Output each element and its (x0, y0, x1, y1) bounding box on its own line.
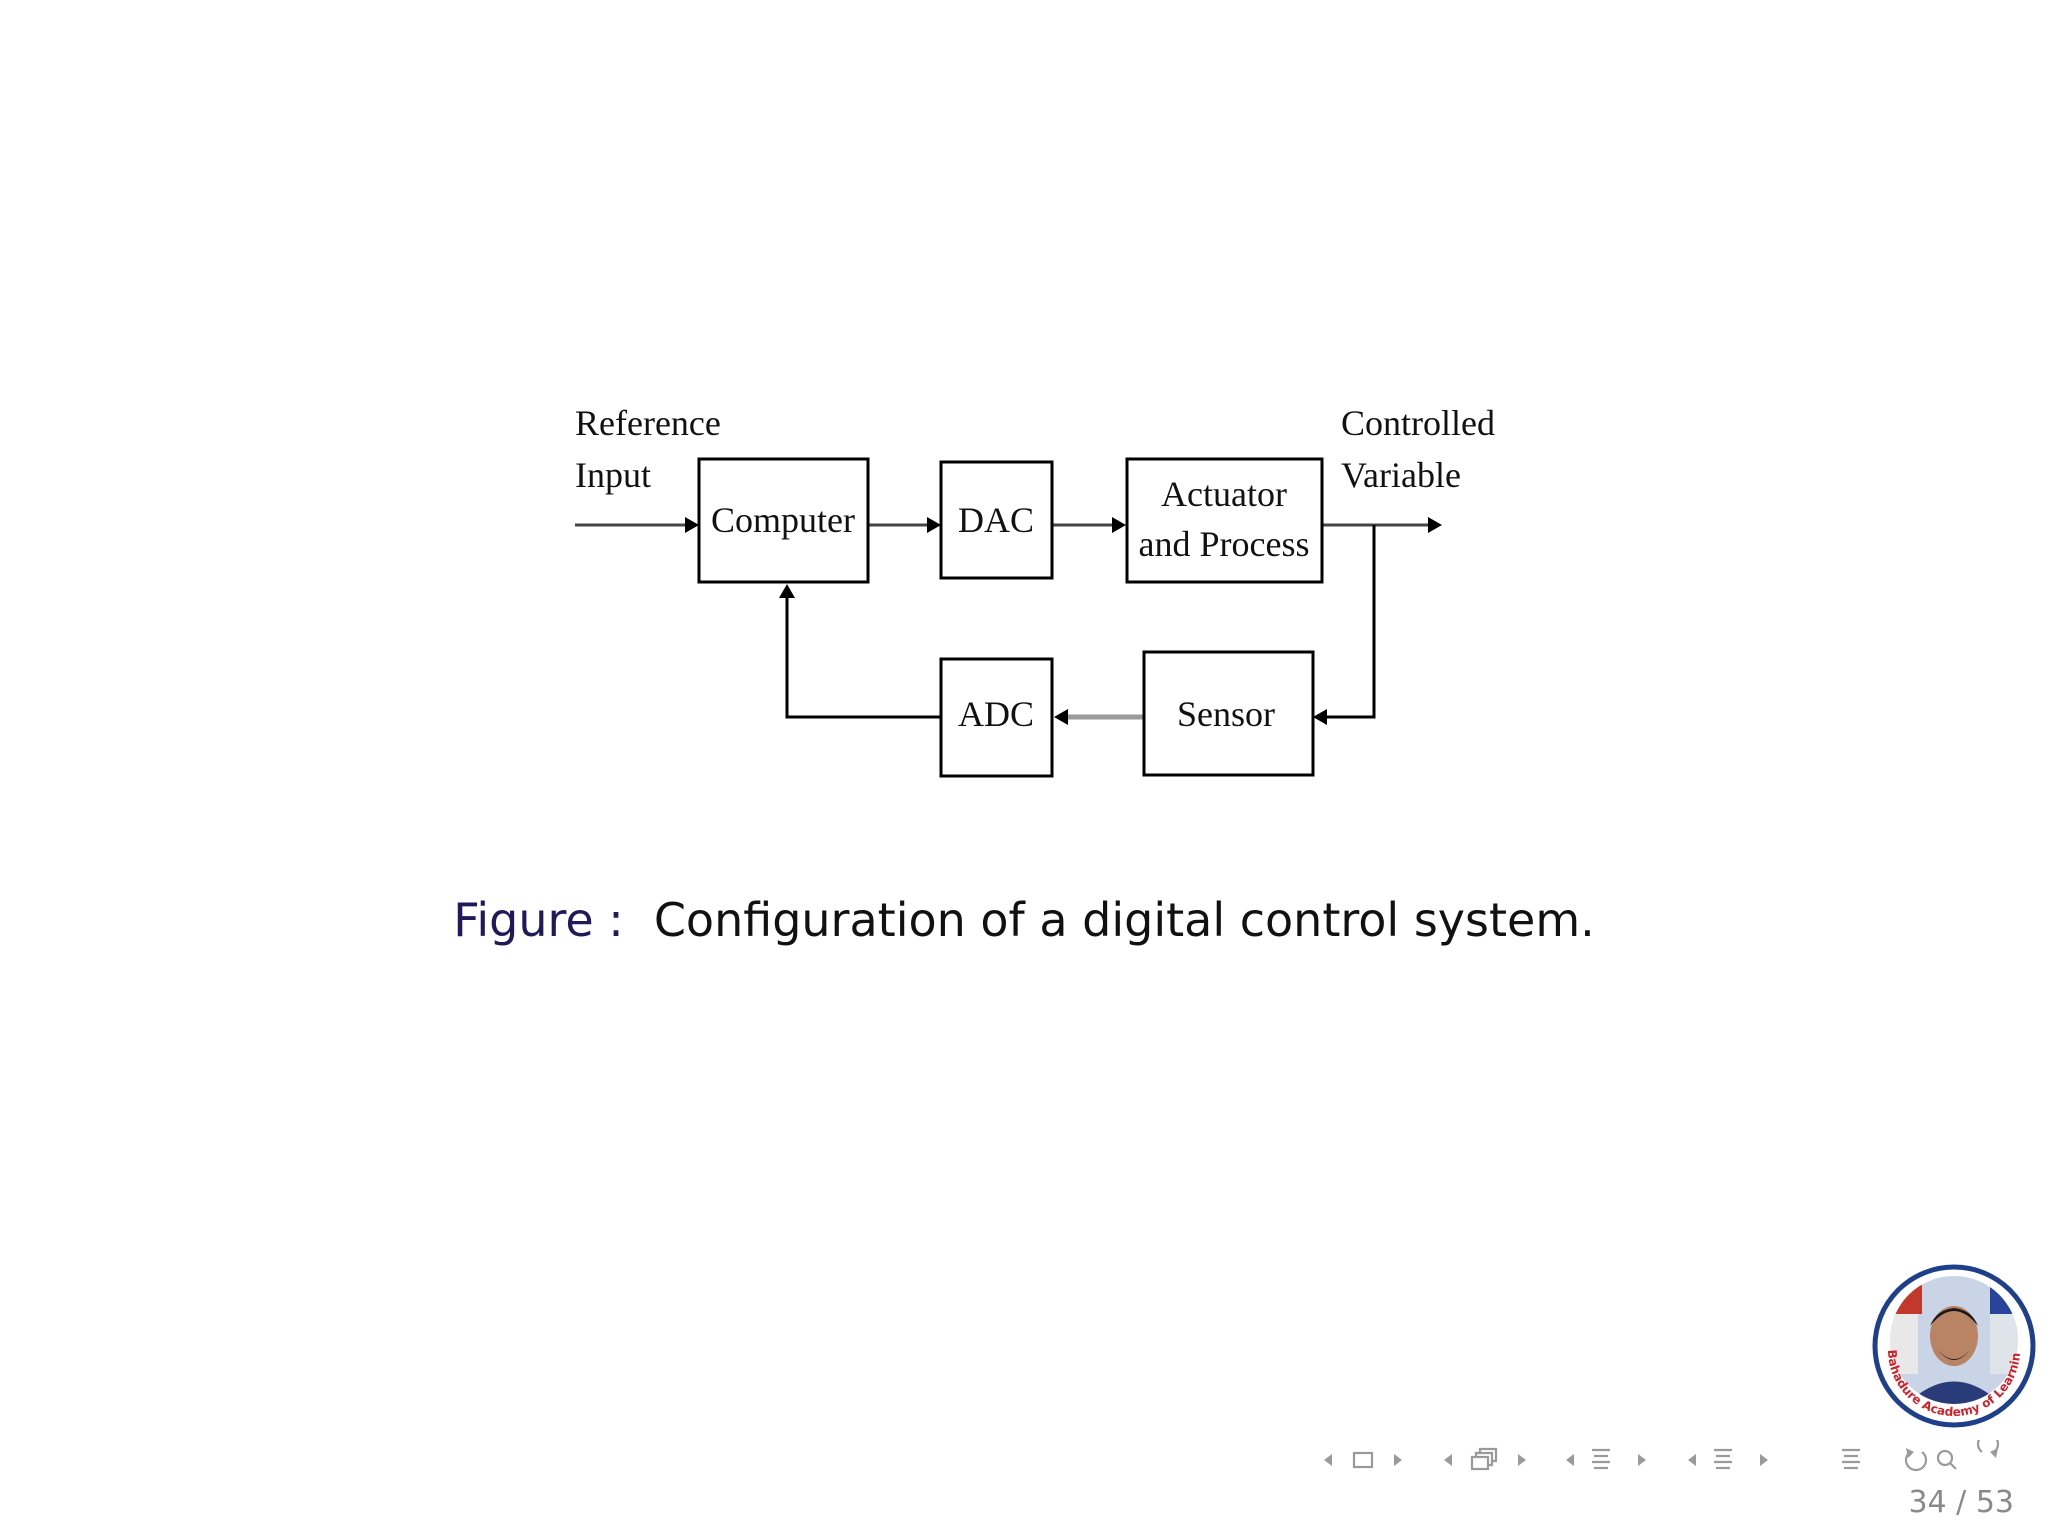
subsection-icon[interactable] (1592, 1448, 1610, 1470)
controlled-variable-label-line2: Variable (1341, 455, 1461, 495)
back-icon[interactable] (1904, 1451, 1928, 1472)
computer-dac-arrowhead (927, 517, 941, 533)
adc-block: ADC (939, 657, 1054, 778)
adc-label: ADC (958, 694, 1034, 734)
figure-caption-label: Figure : (453, 893, 624, 947)
page-number: 34 / 53 (1908, 1485, 2014, 1520)
navigation-bar (1324, 1440, 2000, 1472)
block-diagram: Reference Input Controlled Variable Comp… (575, 403, 1495, 778)
toc-section-icon[interactable] (1714, 1448, 1732, 1470)
section-icon[interactable] (1470, 1447, 1498, 1471)
dac-label: DAC (958, 500, 1034, 540)
frame-icon[interactable] (1352, 1451, 1374, 1469)
computer-feedback-arrowhead (779, 584, 795, 598)
sensor-arrowhead (1313, 709, 1327, 725)
forward-icon[interactable] (1976, 1440, 2000, 1453)
output-arrowhead (1428, 517, 1442, 533)
actuator-process-block: Actuator and Process (1125, 457, 1324, 584)
input-arrowhead (685, 517, 699, 533)
section-next-icon[interactable] (1518, 1454, 1526, 1466)
presenter-logo: Bahadure Academy of Learning (1872, 1264, 2036, 1428)
reference-input-label-line2: Input (575, 455, 651, 495)
computer-block: Computer (697, 457, 870, 584)
toc-prev-icon[interactable] (1688, 1454, 1696, 1466)
dac-block: DAC (939, 460, 1054, 580)
toc-icon[interactable] (1842, 1448, 1860, 1470)
subsection-prev-icon[interactable] (1566, 1454, 1574, 1466)
reference-input-label-line1: Reference (575, 403, 721, 443)
subsection-next-icon[interactable] (1638, 1454, 1646, 1466)
controlled-variable-label-line1: Controlled (1341, 403, 1495, 443)
slide-prev-icon[interactable] (1324, 1454, 1332, 1466)
sensor-block: Sensor (1142, 650, 1315, 777)
dac-actuator-arrowhead (1112, 517, 1126, 533)
search-icon[interactable] (1936, 1449, 1957, 1470)
toc-next-icon[interactable] (1760, 1454, 1768, 1466)
adc-computer-line (785, 598, 940, 719)
figure-caption-text: Configuration of a digital control syste… (653, 893, 1595, 947)
actuator-label-line1: Actuator (1161, 474, 1287, 514)
sensor-label: Sensor (1177, 694, 1275, 734)
section-prev-icon[interactable] (1444, 1454, 1452, 1466)
figure-caption: Figure : Configuration of a digital contr… (0, 893, 2048, 947)
adc-arrowhead (1054, 709, 1068, 725)
slide-next-icon[interactable] (1394, 1454, 1402, 1466)
computer-label: Computer (711, 500, 855, 540)
actuator-label-line2: and Process (1139, 524, 1310, 564)
feedback-tap-line (1322, 525, 1376, 719)
